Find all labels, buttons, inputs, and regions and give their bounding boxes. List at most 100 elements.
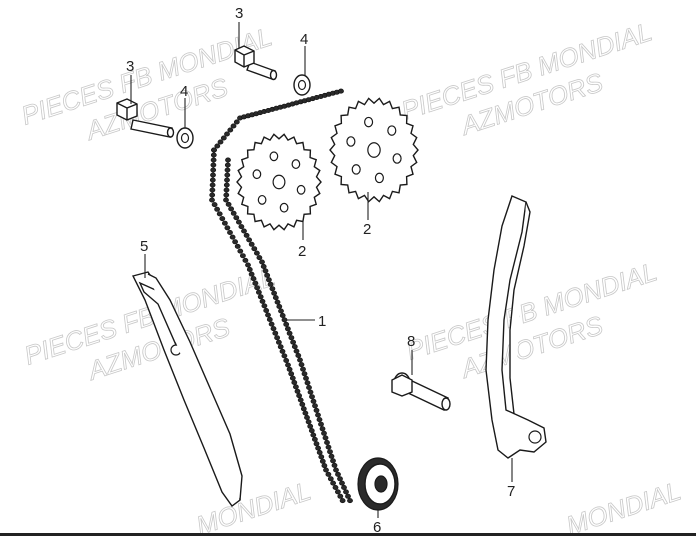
- chain-link: [223, 187, 230, 193]
- chain-link: [347, 498, 353, 504]
- chain-link: [321, 430, 327, 436]
- bolt-left: [116, 98, 175, 138]
- chain-link: [327, 449, 333, 455]
- chain-link: [260, 263, 267, 269]
- washer-left: [176, 127, 194, 149]
- chain-link: [306, 384, 312, 390]
- chain-link: [239, 253, 246, 259]
- watermark-text: MONDIAL: [193, 476, 315, 536]
- chain-link: [209, 192, 216, 198]
- chain-link: [313, 407, 320, 413]
- chain-link: [230, 123, 237, 129]
- chain-link: [210, 152, 217, 158]
- chain-link: [308, 428, 315, 434]
- chain-link: [238, 224, 245, 230]
- chain-link: [270, 326, 277, 332]
- crankshaft-drive-sprocket: [357, 457, 399, 511]
- watermarks: PIECES FB MONDIAL AZMOTORS PIECES FB MON…: [17, 16, 685, 536]
- chain-link: [243, 232, 250, 238]
- callout-3-left: 3: [126, 58, 134, 75]
- chain-link: [316, 417, 323, 423]
- chain-link: [318, 454, 325, 460]
- chain-link: [315, 412, 321, 418]
- chain-link: [224, 225, 231, 231]
- chain-link: [305, 419, 312, 425]
- chain-link: [311, 436, 318, 442]
- chain-link: [279, 348, 286, 354]
- chain-link: [253, 250, 260, 256]
- callout-1: 1: [318, 313, 326, 330]
- chain-link: [310, 398, 317, 404]
- chain-link: [228, 206, 234, 212]
- chain-link: [293, 348, 300, 354]
- chain-link: [307, 389, 314, 395]
- callout-4-left: 4: [180, 83, 188, 100]
- chain-link: [209, 197, 215, 203]
- chain-link: [254, 285, 260, 291]
- chain-link: [281, 353, 288, 359]
- chain-link: [325, 444, 332, 450]
- chain-link: [266, 316, 273, 322]
- chain-link: [288, 335, 295, 341]
- chain-link: [319, 426, 326, 432]
- chain-guide: [485, 195, 547, 459]
- chain-link: [337, 493, 344, 499]
- chain-link: [284, 326, 291, 332]
- chain-link: [327, 476, 334, 482]
- chain-link: [232, 239, 238, 245]
- chain-link: [271, 290, 277, 296]
- chain-link: [223, 192, 230, 198]
- chain-link: [221, 220, 228, 226]
- chain-link: [283, 357, 290, 363]
- chain-link: [290, 339, 296, 345]
- chain-link: [219, 216, 226, 222]
- chain-link: [248, 241, 255, 247]
- chain-link: [304, 380, 311, 386]
- chain-link: [310, 432, 317, 438]
- chain-link: [331, 462, 338, 468]
- chain-link: [297, 357, 303, 363]
- chain-link: [302, 410, 309, 416]
- chain-link: [296, 393, 302, 399]
- chain-link: [316, 449, 323, 455]
- chain-link: [323, 467, 329, 473]
- camshaft-sprocket-right: [329, 97, 419, 203]
- chain-link: [210, 162, 217, 168]
- chain-link: [209, 182, 216, 188]
- chain-link: [246, 237, 252, 243]
- chain-link: [315, 445, 321, 451]
- chain-link: [343, 489, 349, 495]
- washer-right: [293, 74, 311, 96]
- chain-link: [321, 463, 328, 469]
- chain-link: [252, 280, 259, 286]
- chain-link: [265, 277, 272, 283]
- chain-link: [217, 139, 224, 145]
- chain-link: [233, 119, 240, 125]
- chain-link: [233, 215, 240, 221]
- chain-link: [211, 147, 217, 153]
- chain-link: [289, 375, 296, 381]
- callout-2-left: 2: [298, 243, 306, 260]
- chain-link: [259, 259, 265, 265]
- chain-link: [345, 493, 351, 499]
- chain-link: [225, 157, 231, 163]
- chain-link: [341, 484, 347, 490]
- chain-link: [227, 230, 233, 236]
- chain-link: [312, 403, 318, 409]
- chain-link: [338, 88, 344, 94]
- callout-3-right: 3: [235, 5, 243, 22]
- chain-link: [319, 458, 326, 464]
- chain-link: [234, 243, 241, 249]
- chain-link: [224, 167, 231, 173]
- chain-tensioner-guide: [131, 271, 243, 507]
- chain-link: [324, 439, 330, 445]
- chain-link: [257, 294, 264, 300]
- chain-link: [216, 211, 223, 217]
- chain-link: [250, 276, 257, 282]
- chain-link: [325, 471, 332, 477]
- chain-link: [276, 303, 283, 309]
- chain-link: [248, 271, 255, 277]
- chain-link: [241, 228, 247, 234]
- callout-8: 8: [407, 333, 415, 350]
